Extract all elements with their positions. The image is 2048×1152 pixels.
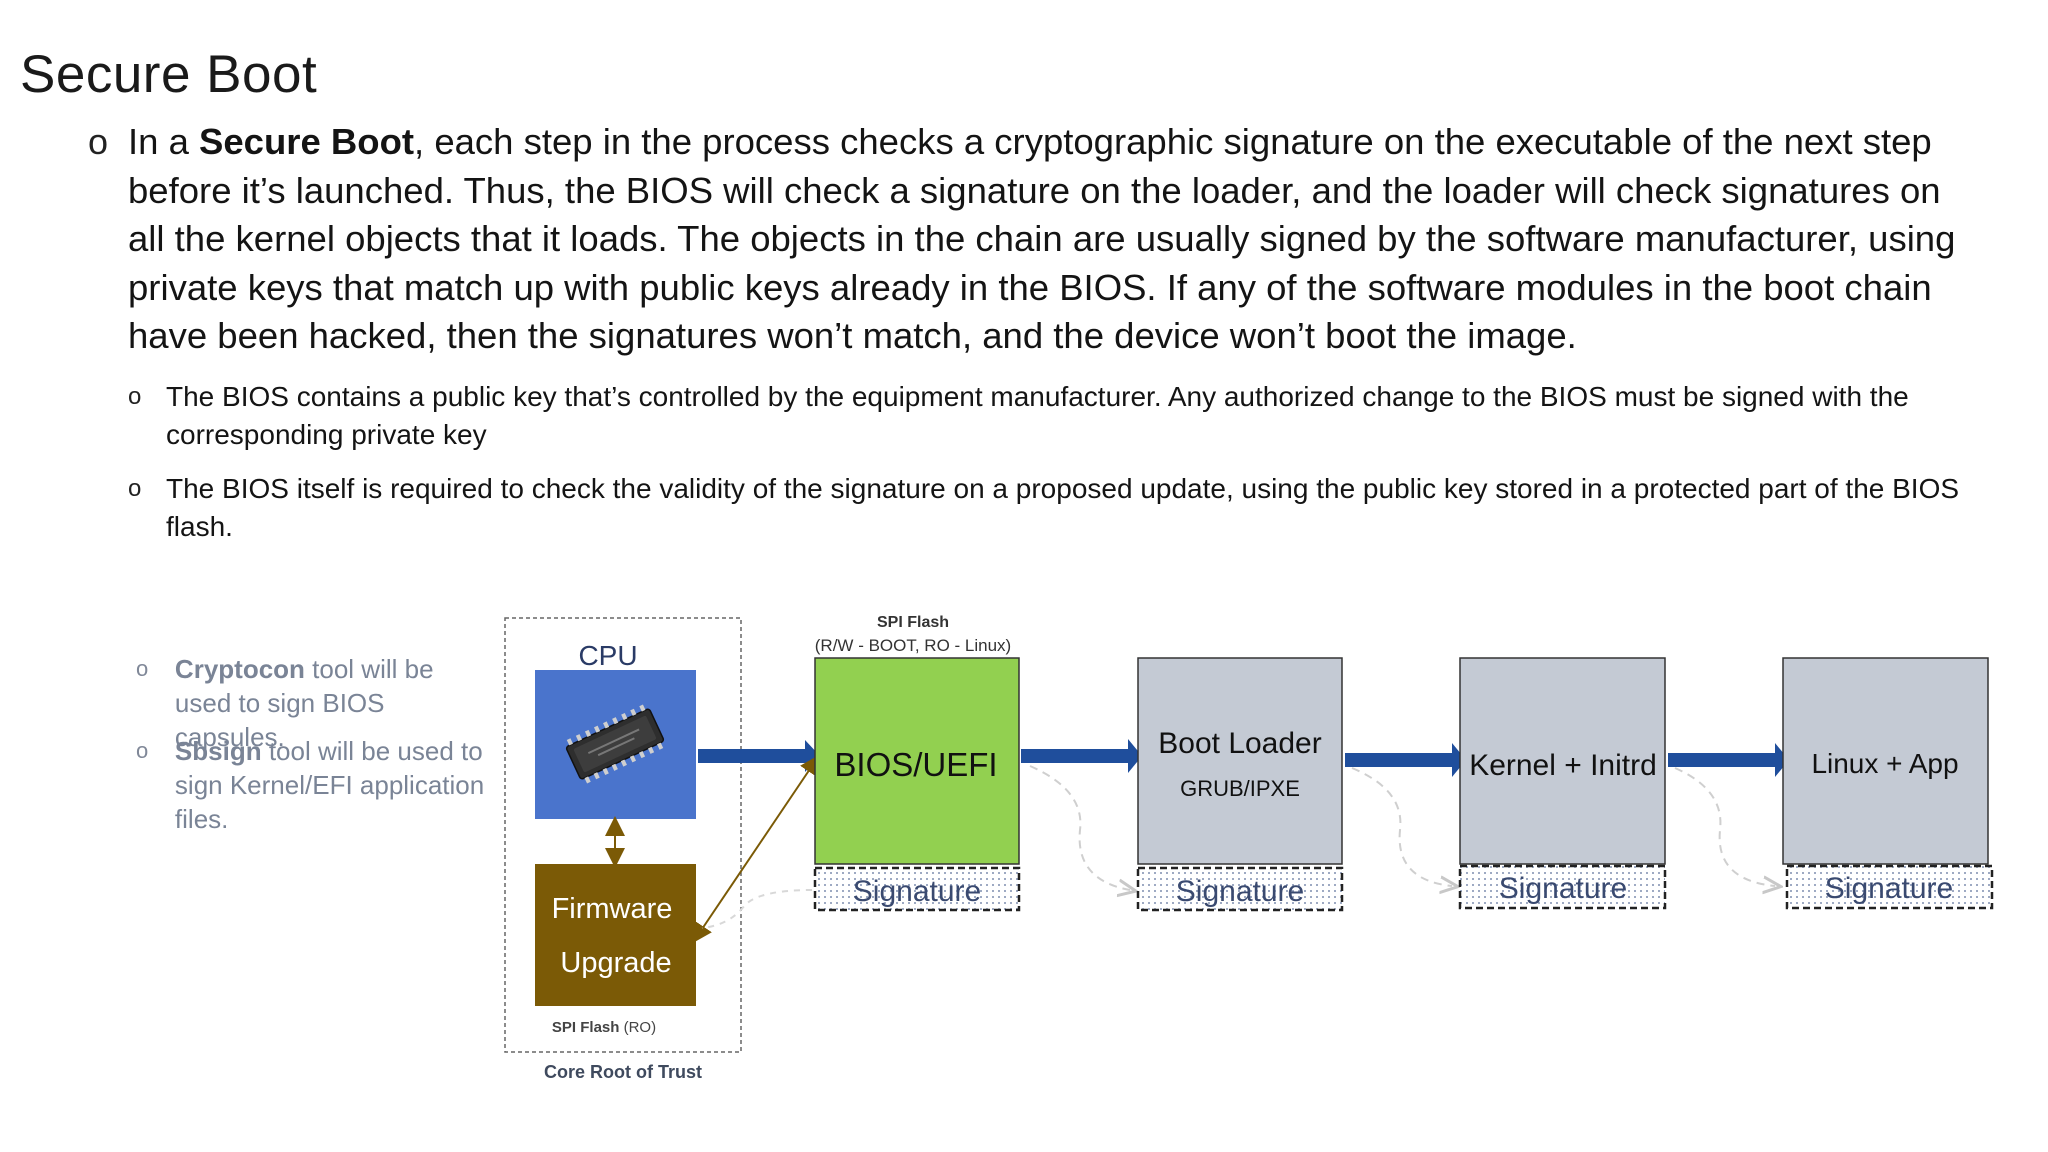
main-bullet-post: , each step in the process checks a cryp… bbox=[128, 121, 1956, 356]
kernel-signature-label: Signature bbox=[1499, 872, 1627, 905]
page-title: Secure Boot bbox=[20, 45, 318, 104]
side-note-rest: tool will be used to sign Kernel/EFI app… bbox=[174, 736, 485, 834]
bullet-marker: o bbox=[136, 738, 149, 763]
bootloader-signature-box bbox=[1136, 866, 1344, 912]
linux-signature-box bbox=[1785, 864, 1994, 910]
boot-loader-label: Boot Loader bbox=[1158, 727, 1321, 760]
spi-flash-subtitle: (R/W - BOOT, RO - Linux) bbox=[815, 636, 1011, 655]
kernel-signature-box bbox=[1458, 864, 1667, 910]
main-bullet-pre: In a bbox=[128, 121, 200, 162]
sub-bullet-text: The BIOS contains a public key that’s co… bbox=[166, 381, 1909, 450]
bullet-marker: o bbox=[136, 656, 149, 681]
cpu-bios-arrow bbox=[698, 740, 820, 772]
side-note-rest: tool will be used to sign BIOS capsules. bbox=[174, 654, 434, 752]
spi-flash-title: SPI Flash bbox=[877, 614, 949, 631]
bullet-marker: o bbox=[128, 475, 142, 502]
verify-dashed-3 bbox=[1674, 767, 1775, 886]
firmware-upgrade-box bbox=[535, 864, 696, 1006]
main-bullet-text: In a Secure Boot, each step in the proce… bbox=[128, 118, 1983, 361]
boot-loader-sublabel: GRUB/IPXE bbox=[1180, 776, 1300, 801]
spi-flash-ro-label: SPI Flash (RO) bbox=[552, 1019, 656, 1036]
side-note-cryptocon: o Cryptocon tool will be used to sign BI… bbox=[136, 652, 496, 754]
linux-app-label: Linux + App bbox=[1811, 748, 1958, 779]
bios-bootloader-arrow bbox=[1021, 739, 1142, 773]
sub-bullet-text: The BIOS itself is required to check the… bbox=[166, 473, 1960, 542]
sub-bullet-2: o The BIOS itself is required to check t… bbox=[128, 470, 1988, 546]
kernel-label: Kernel + Initrd bbox=[1469, 749, 1657, 782]
side-note-text: Cryptocon tool will be used to sign BIOS… bbox=[175, 652, 496, 754]
boot-loader-box bbox=[1137, 657, 1343, 865]
firmware-label-2: Upgrade bbox=[560, 947, 671, 979]
linux-app-box bbox=[1782, 657, 1989, 865]
side-note-sbsign: o Sbsign tool will be used to sign Kerne… bbox=[136, 734, 496, 836]
tool-name: Cryptocon bbox=[174, 654, 305, 684]
bios-uefi-box bbox=[814, 657, 1020, 865]
bootloader-signature-label: Signature bbox=[1176, 875, 1304, 908]
side-note-text: Sbsign tool will be used to sign Kernel/… bbox=[175, 734, 496, 836]
firmware-label-1: Firmware bbox=[552, 893, 673, 925]
bullet-marker: o bbox=[128, 383, 142, 410]
bios-signature-box bbox=[813, 866, 1021, 912]
main-bullet-bold: Secure Boot bbox=[199, 121, 415, 162]
core-root-label: Core Root of Trust bbox=[544, 1062, 702, 1082]
bios-signature-label: Signature bbox=[853, 875, 981, 908]
bullet-marker: o bbox=[88, 121, 109, 162]
bios-uefi-label: BIOS/UEFI bbox=[834, 746, 997, 783]
verify-dashed-1 bbox=[1029, 765, 1130, 890]
bootloader-kernel-arrow bbox=[1345, 743, 1466, 777]
verify-dashed-firmware bbox=[701, 889, 813, 929]
kernel-linux-arrow bbox=[1668, 743, 1789, 777]
verify-dashed-2 bbox=[1351, 767, 1452, 886]
cpu-label: CPU bbox=[578, 640, 637, 671]
core-root-container bbox=[504, 617, 742, 1053]
firmware-bios-arrow bbox=[692, 754, 820, 944]
chip-icon bbox=[565, 704, 665, 784]
kernel-box bbox=[1459, 657, 1666, 865]
main-bullet: o In a Secure Boot, each step in the pro… bbox=[88, 118, 1988, 361]
tool-name: Sbsign bbox=[174, 736, 262, 766]
linux-signature-label: Signature bbox=[1825, 872, 1953, 905]
sub-bullet-1: o The BIOS contains a public key that’s … bbox=[128, 378, 1988, 454]
